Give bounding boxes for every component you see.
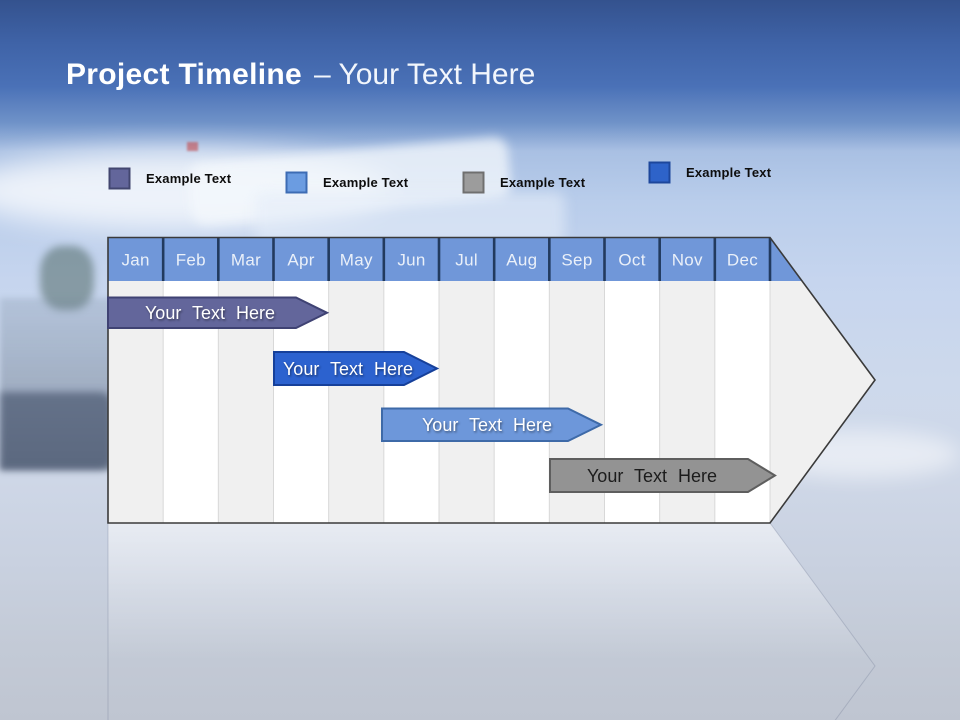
month-header-separators	[161, 237, 772, 281]
month-label: Jan	[121, 251, 149, 270]
month-labels: Jan Feb Mar Apr May Jun Jul Aug Sep Oct …	[121, 251, 758, 270]
timeline-reflection	[107, 522, 876, 720]
month-label: Apr	[287, 251, 314, 270]
month-label: Dec	[727, 251, 758, 270]
legend-swatch-blue	[648, 161, 671, 184]
palm-tree-shape	[40, 246, 94, 310]
month-label: May	[340, 251, 373, 270]
timeline-arrow-outline	[107, 236, 876, 524]
month-label: Mar	[231, 251, 261, 270]
boat-hull-shape	[255, 192, 565, 244]
task-bar-jan-mar	[107, 296, 330, 329]
task-bar-label: Your Text Here	[283, 359, 413, 379]
legend-item: Example Text	[108, 167, 231, 190]
legend-label: Example Text	[500, 175, 586, 190]
task-bar-label: Your Text Here	[587, 466, 717, 486]
flag-shape	[187, 142, 198, 151]
month-header-band	[108, 237, 814, 281]
month-label: Jun	[397, 251, 425, 270]
month-label: Sep	[561, 251, 592, 270]
legend-label: Example Text	[686, 165, 772, 180]
page-title-regular: – Your Text Here	[314, 58, 536, 91]
task-bar-apr-jun	[273, 351, 440, 386]
legend-label: Example Text	[323, 175, 409, 190]
month-label: Jul	[455, 251, 478, 270]
legend-item: Example Text	[462, 171, 585, 194]
task-bar-label: Your Text Here	[422, 415, 552, 435]
foreground-hull-shape	[0, 392, 112, 470]
task-bar-sep-dec	[549, 458, 777, 493]
task-bar-jun-sep	[381, 407, 604, 442]
legend-swatch-gray	[462, 171, 485, 194]
legend-item: Example Text	[648, 161, 771, 184]
month-label: Nov	[672, 251, 703, 270]
task-bars: Your Text Here Your Text Here Your Text …	[107, 296, 777, 493]
legend-item: Example Text	[285, 171, 408, 194]
month-label: Oct	[618, 251, 645, 270]
legend-label: Example Text	[146, 171, 232, 186]
legend-swatch-lightblue	[285, 171, 308, 194]
page-title-bold: Project Timeline	[66, 58, 302, 91]
month-label: Aug	[506, 251, 537, 270]
legend-swatch-purple	[108, 167, 131, 190]
month-label: Feb	[176, 251, 206, 270]
page-title: Project Timeline – Your Text Here	[66, 58, 535, 92]
task-bar-label: Your Text Here	[145, 303, 275, 323]
